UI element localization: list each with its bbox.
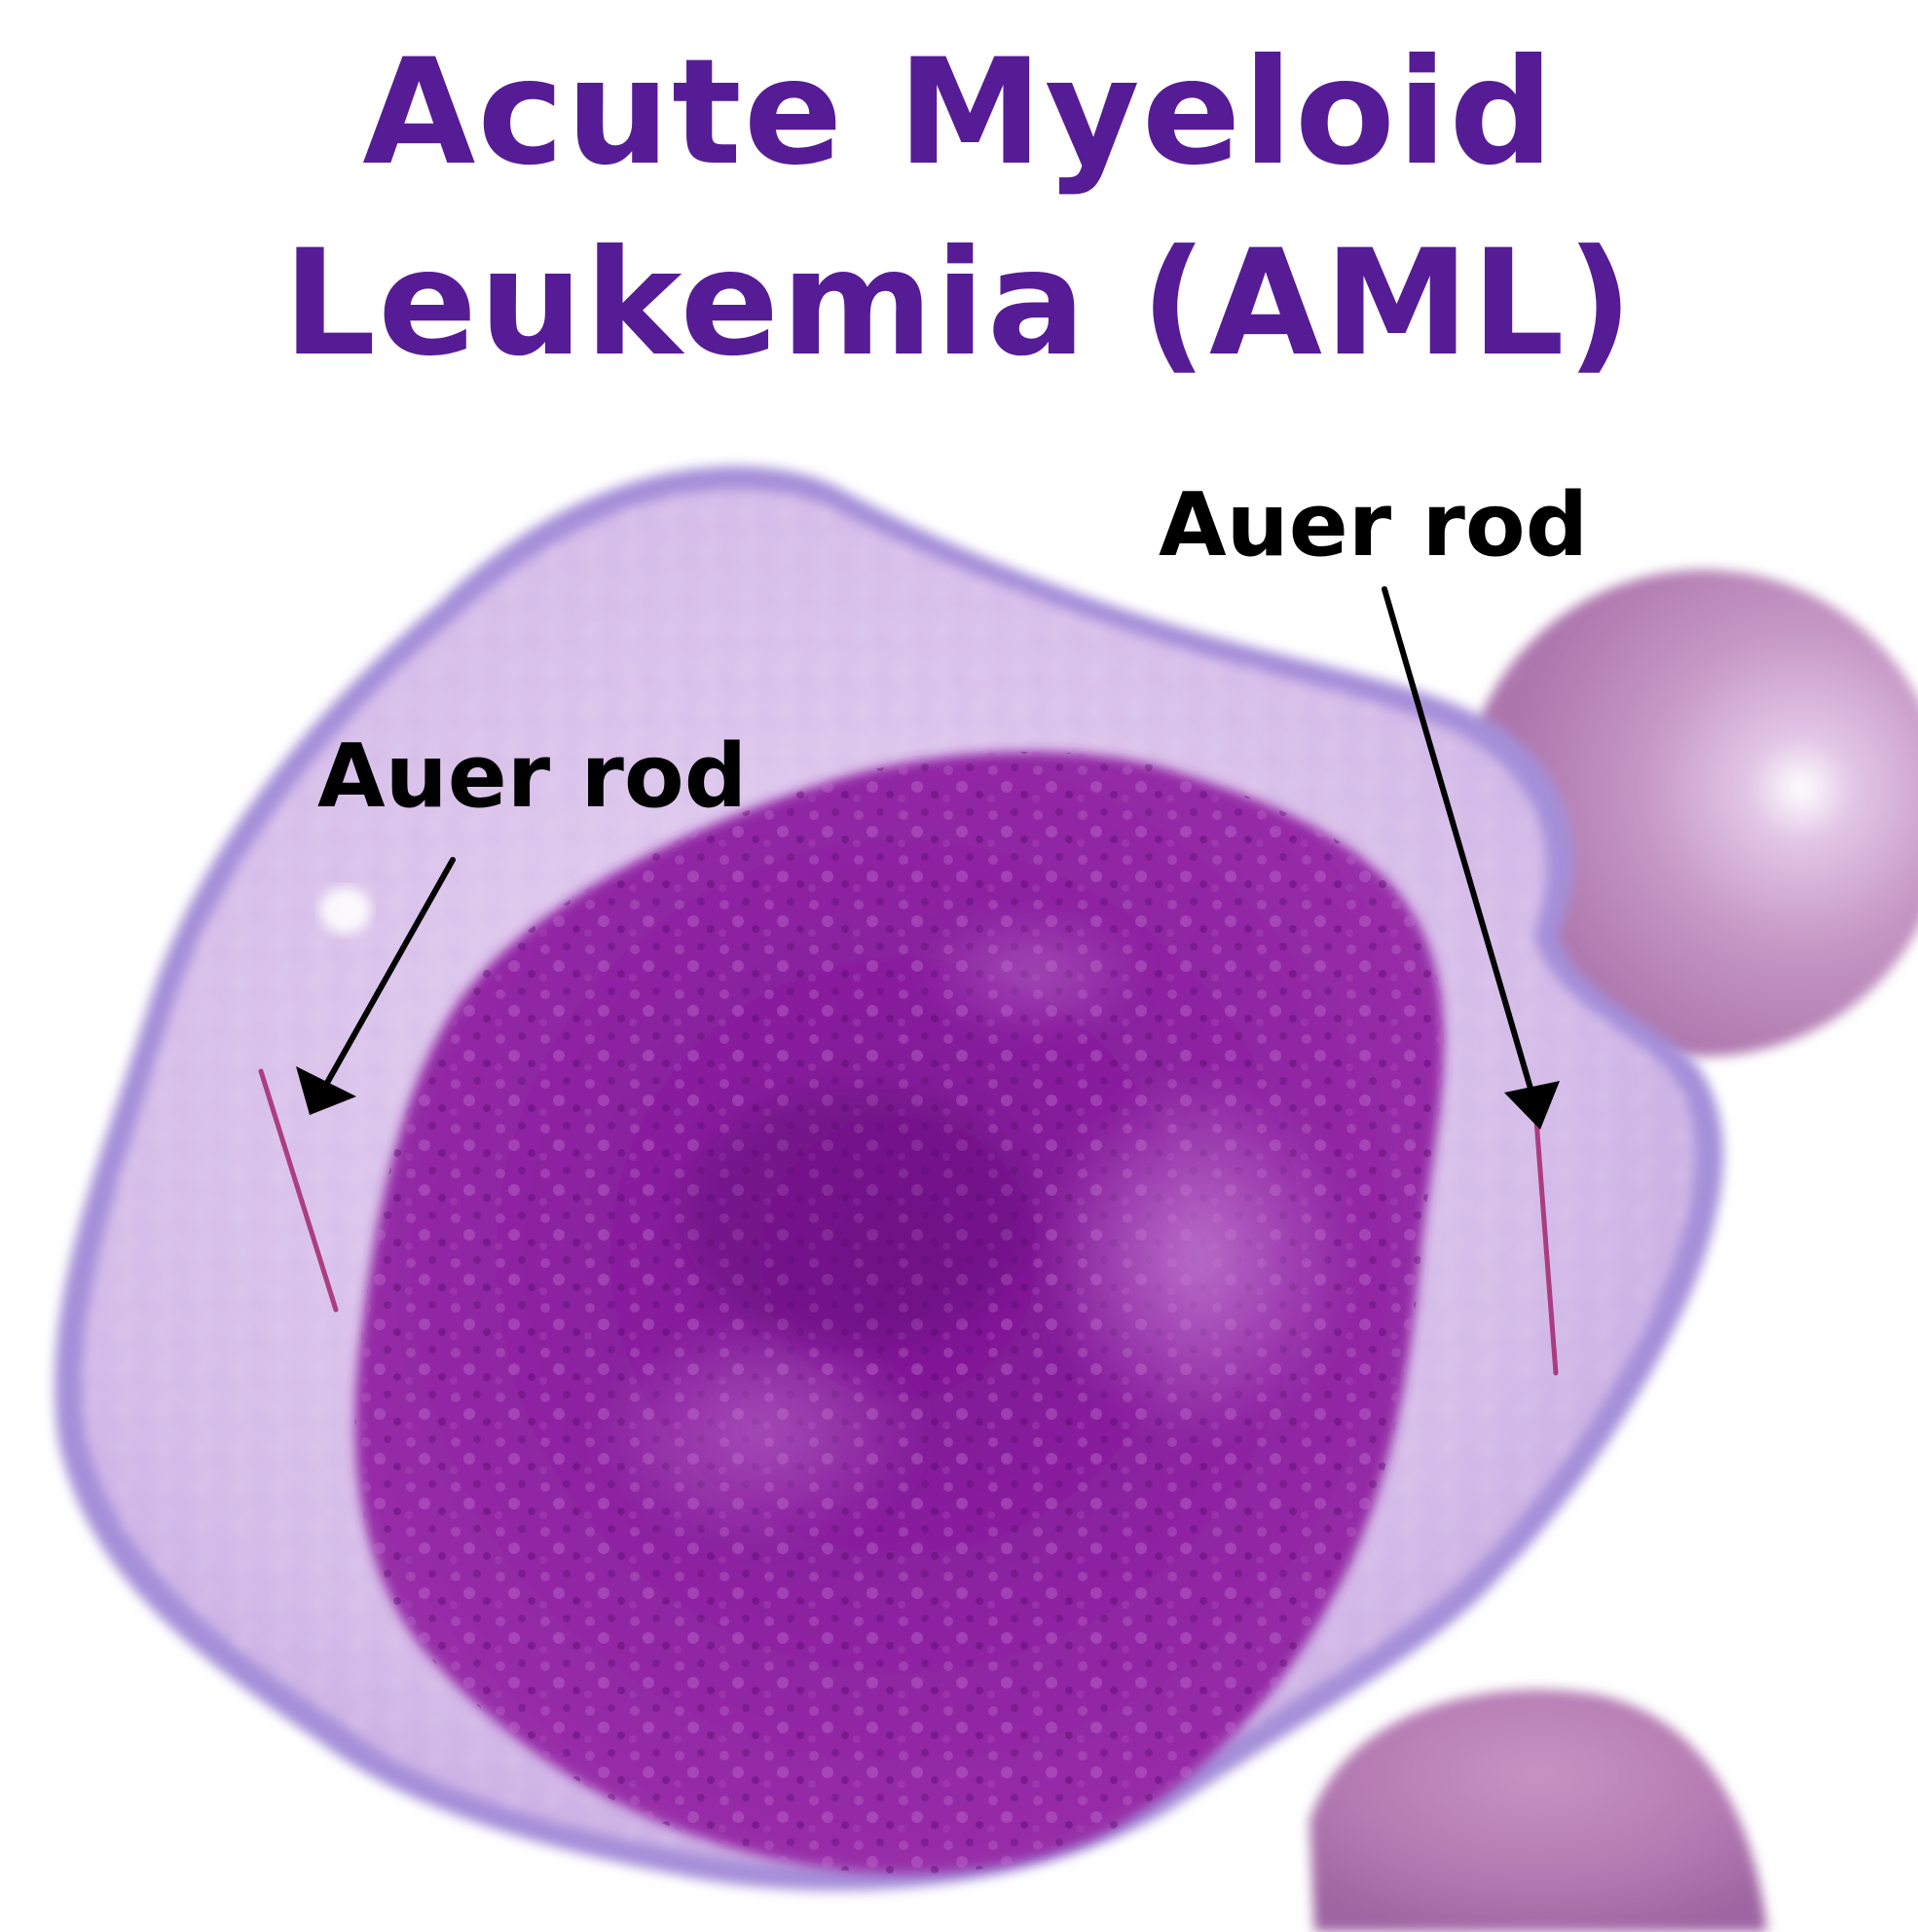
auer-rod-right bbox=[1533, 1117, 1559, 1376]
arrow-right-icon bbox=[1382, 586, 1560, 1130]
title-line-2: Leukemia (AML) bbox=[282, 219, 1636, 389]
auer-rod-label-left: Auer rod bbox=[317, 725, 748, 828]
arrow-left-icon bbox=[296, 857, 456, 1115]
title-line-1: Acute Myeloid bbox=[362, 28, 1556, 198]
vacuole bbox=[320, 887, 371, 934]
auer-rod-label-right: Auer rod bbox=[1159, 474, 1589, 576]
red-blood-cell-bottom bbox=[1309, 1690, 1767, 1932]
auer-rod-left bbox=[258, 1068, 339, 1313]
red-blood-cell-top-right bbox=[1460, 570, 1918, 1057]
nucleus bbox=[354, 751, 1444, 1875]
page-title: Acute Myeloid Leukemia (AML) bbox=[0, 18, 1918, 399]
